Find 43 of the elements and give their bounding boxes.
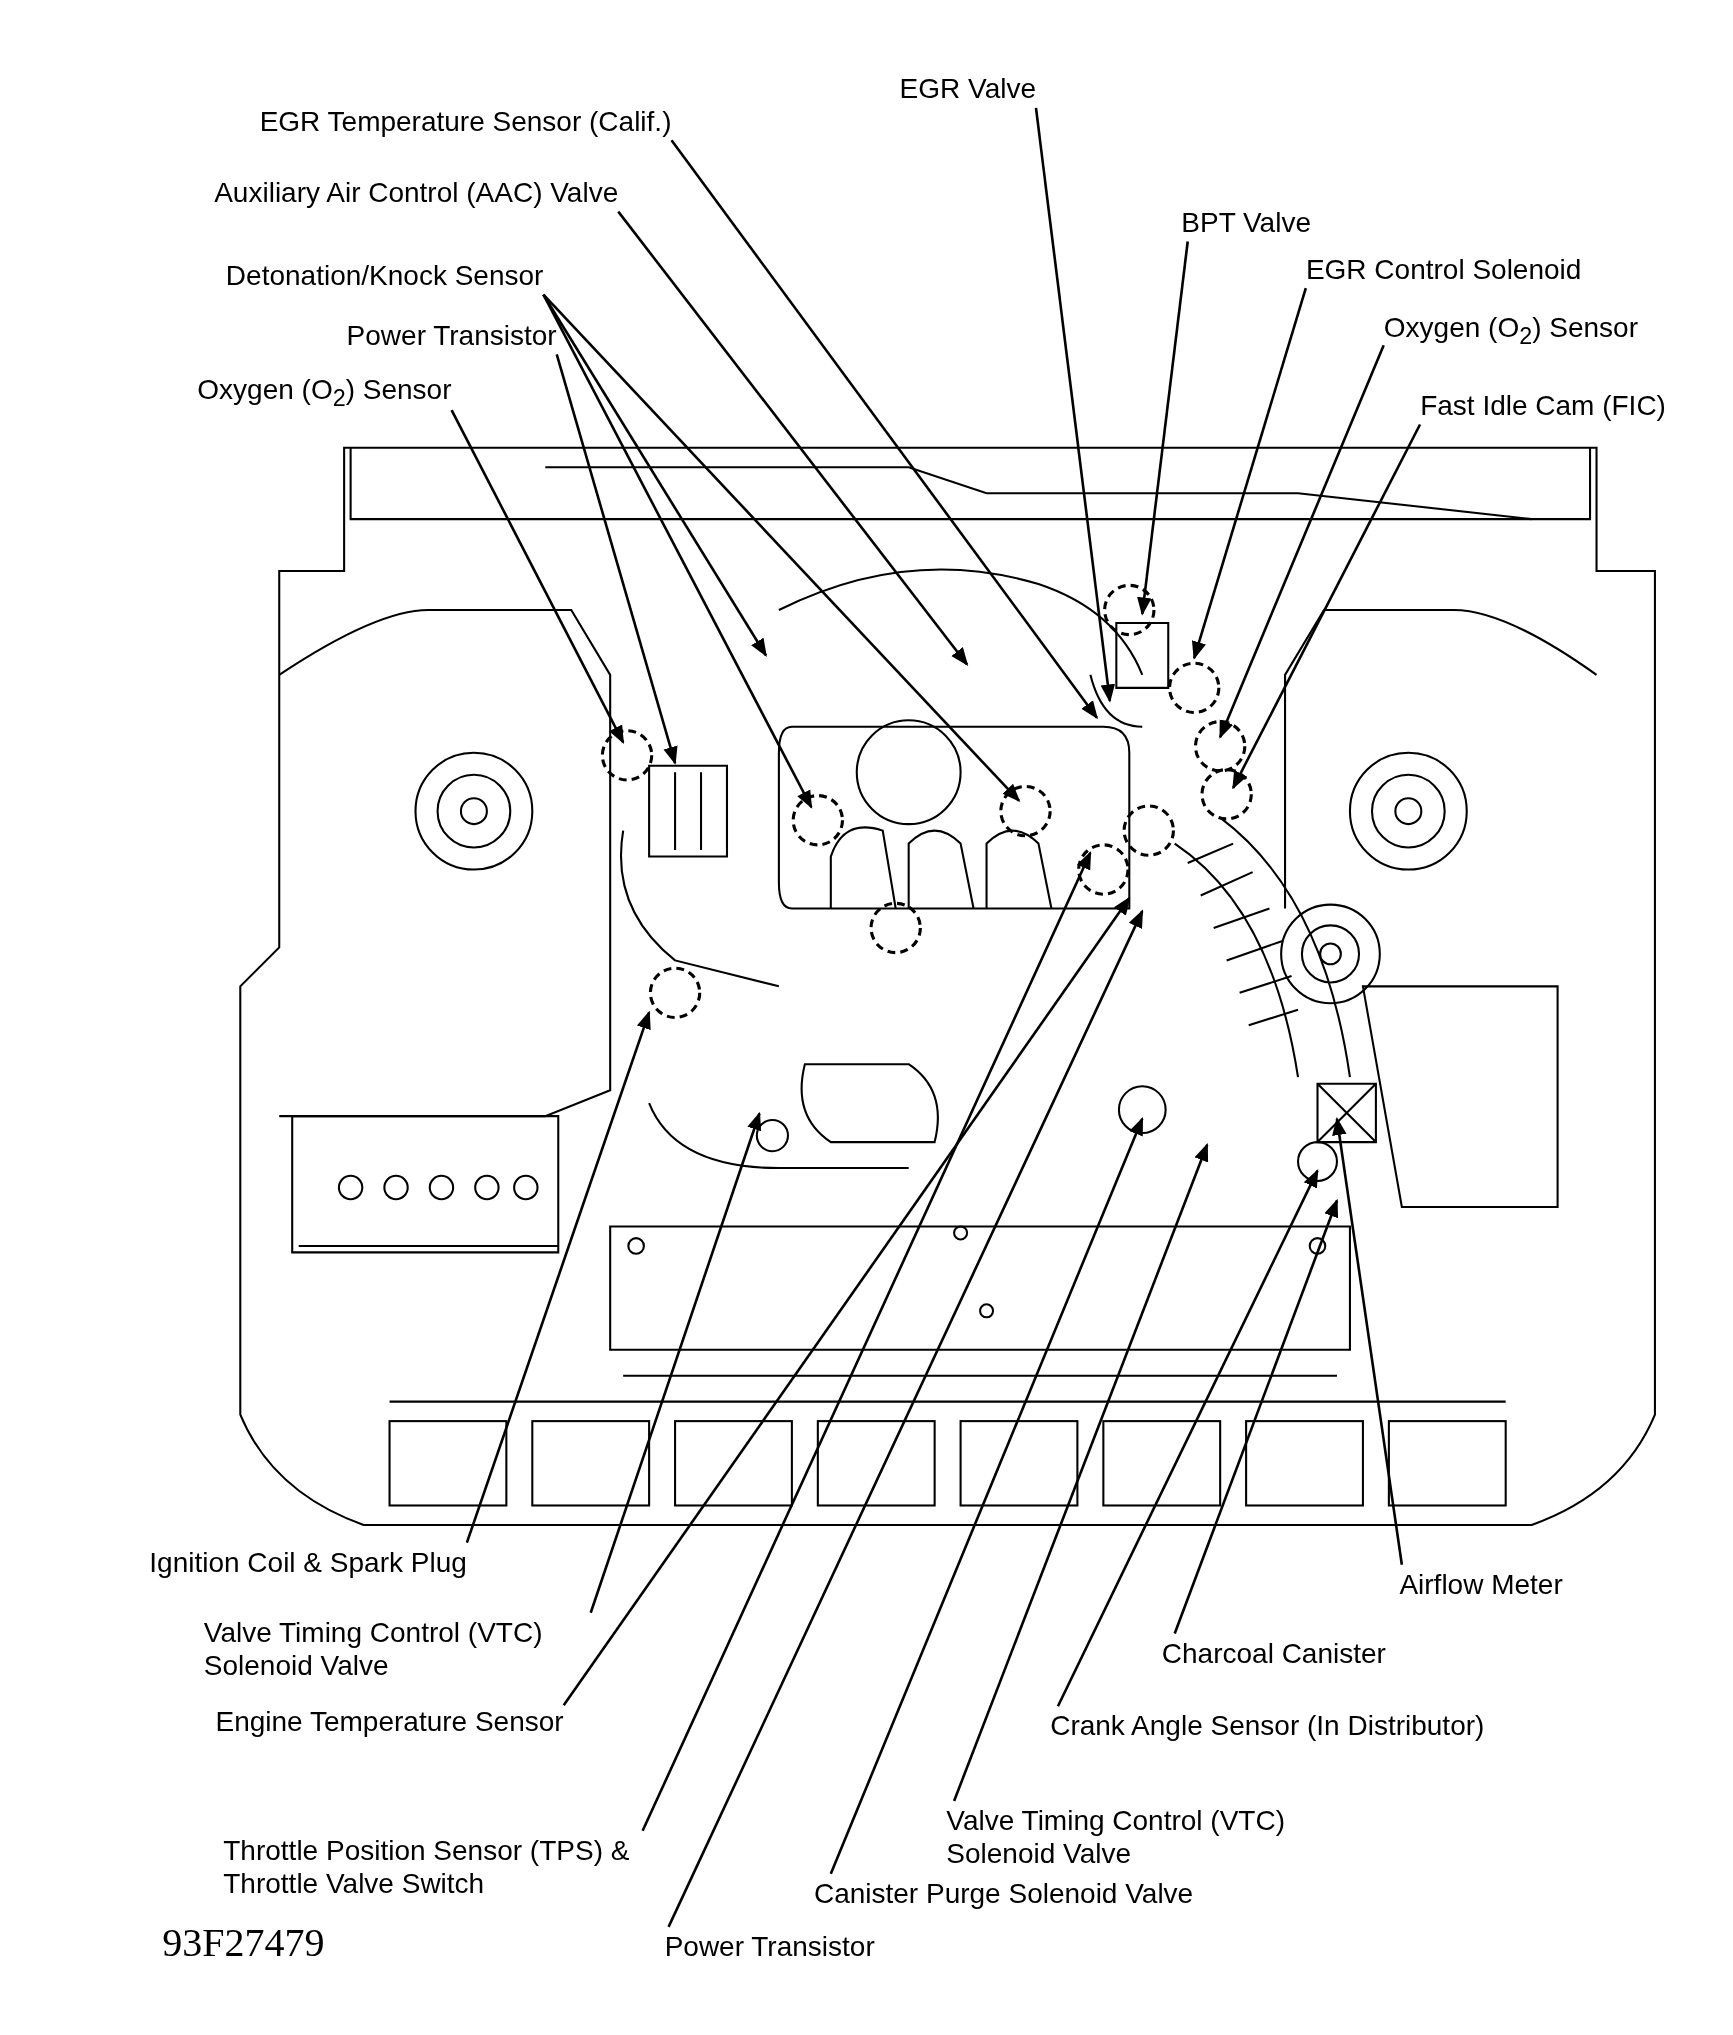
part-label: BPT Valve xyxy=(1181,205,1311,239)
leader-line xyxy=(641,851,1092,1832)
part-label: EGR Control Solenoid xyxy=(1305,252,1582,286)
part-label: Auxiliary Air Control (AAC) Valve xyxy=(214,176,619,210)
part-label: Valve Timing Control (VTC) Solenoid Valve xyxy=(203,1615,620,1682)
part-label: EGR Valve xyxy=(899,72,1036,106)
part-label: Power Transistor xyxy=(346,318,557,352)
leader-line xyxy=(542,294,813,809)
leader-line xyxy=(555,354,678,765)
leader-line xyxy=(1137,241,1189,616)
leader-line xyxy=(1056,1169,1319,1707)
leader-line xyxy=(1218,344,1385,739)
leader-line xyxy=(670,139,1098,720)
part-label: Charcoal Canister xyxy=(1161,1636,1386,1670)
leader-line xyxy=(450,409,625,744)
part-label: Oxygen (O$_{2}$) Sensor xyxy=(1383,311,1638,353)
part-label: Crank Angle Sensor (In Distributor) xyxy=(1050,1709,1485,1743)
leader-line xyxy=(562,896,1131,1707)
part-label: Canister Purge Solenoid Valve xyxy=(813,1876,1194,1910)
leader-line xyxy=(1232,423,1422,790)
leader-line xyxy=(667,909,1144,1928)
leader-line xyxy=(1173,1198,1339,1634)
part-label: Fast Idle Cam (FIC) xyxy=(1420,389,1666,422)
leader-line xyxy=(542,294,768,657)
part-label: Ignition Coil & Spark Plug xyxy=(149,1545,467,1579)
part-label: Detonation/Knock Sensor xyxy=(225,259,544,293)
leader-line xyxy=(542,293,1021,803)
leader-line xyxy=(1191,287,1308,660)
part-label: Valve Timing Control (VTC) Solenoid Valve xyxy=(946,1803,1362,1870)
leader-line xyxy=(589,1111,762,1614)
leader-line xyxy=(617,210,969,666)
leader-line xyxy=(829,1117,1144,1875)
part-label: Engine Temperature Sensor xyxy=(215,1705,564,1739)
leader-line xyxy=(465,1010,651,1544)
part-label: Throttle Position Sensor (TPS) & Throttle Valve Switch xyxy=(223,1833,672,1900)
part-label: EGR Temperature Sensor (Calif.) xyxy=(259,104,672,138)
part-label: Oxygen (O$_{2}$) Sensor xyxy=(197,373,452,416)
part-label: Airflow Meter xyxy=(1399,1567,1563,1601)
leader-line xyxy=(952,1143,1209,1802)
part-label: Power Transistor xyxy=(664,1929,875,1963)
leader-line xyxy=(1034,107,1116,703)
figure-number: 93F27479 xyxy=(162,1918,325,1966)
leader-line xyxy=(1332,1116,1404,1565)
